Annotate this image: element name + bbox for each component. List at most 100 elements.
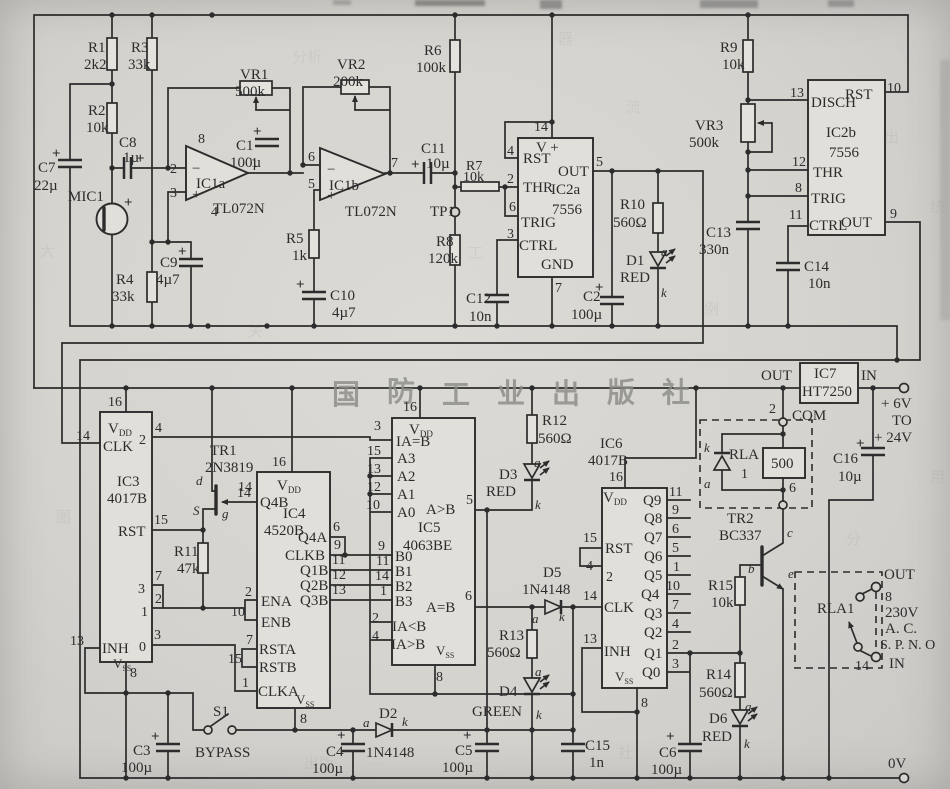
led-d1-rays <box>665 248 676 257</box>
led-d1-rays2 <box>665 255 676 264</box>
ic2b-7556 <box>807 79 886 236</box>
label-14: 14 <box>855 659 869 674</box>
label-enb: ENB <box>261 615 291 631</box>
label-8: 8 <box>198 132 205 147</box>
resistor-r10 <box>652 202 664 234</box>
ic6-4017b <box>601 487 668 689</box>
label-c16: C16 <box>833 451 859 467</box>
label-d1: D1 <box>626 253 644 269</box>
label-c8: C8 <box>119 135 137 151</box>
label-1µ: 1µ <box>123 150 140 166</box>
label-10n: 10n <box>469 309 492 325</box>
label-tl072n: TL072N <box>345 204 397 220</box>
label-out: OUT <box>841 215 872 231</box>
junction-dot <box>165 239 171 245</box>
junction-dot <box>693 385 699 391</box>
junction-dot <box>350 775 356 781</box>
junction-dot <box>149 12 155 18</box>
label-c11: C11 <box>421 141 445 157</box>
label-vr1: VR1 <box>240 67 268 83</box>
label-1: 1 <box>251 156 258 171</box>
label-560ω: 560Ω <box>538 431 572 447</box>
contact-point-top <box>855 592 865 602</box>
diodes <box>375 251 750 739</box>
label--: 国 <box>332 380 360 411</box>
label-b: b <box>748 561 755 576</box>
label-a2: A2 <box>397 469 415 485</box>
junction-dot <box>432 691 438 697</box>
label-red: RED <box>486 484 516 500</box>
label-1: 1 <box>741 467 748 482</box>
label-d3: D3 <box>499 467 517 483</box>
label-r10: R10 <box>620 197 645 213</box>
label-+: + <box>666 729 675 745</box>
junction-dot <box>780 385 786 391</box>
label-e: e <box>788 566 794 581</box>
label-ctrl: CTRL <box>809 218 847 234</box>
label-16: 16 <box>609 470 623 485</box>
label-+: + <box>253 124 262 140</box>
junction-dot <box>494 323 500 329</box>
label-2: 2 <box>769 402 776 417</box>
label-r14: R14 <box>706 667 732 683</box>
label-rsta: RSTA <box>259 642 296 658</box>
junction-dot <box>452 323 458 329</box>
junction-dot <box>529 727 535 733</box>
switch-s1-throw <box>227 725 237 735</box>
label-+: + <box>192 187 200 203</box>
label-ena: ENA <box>261 594 292 610</box>
relay-flyback-diode <box>712 454 732 471</box>
label-vss: VSS <box>296 692 314 709</box>
label-560ω: 560Ω <box>487 645 521 661</box>
led-d6 <box>730 709 750 726</box>
label-1n4148: 1N4148 <box>366 745 414 761</box>
label-a: a <box>745 699 752 714</box>
label-8: 8 <box>885 590 892 605</box>
label-12: 12 <box>332 568 346 583</box>
led-d3-rays <box>539 460 550 469</box>
junction-dot <box>745 323 751 329</box>
label-500k: 500k <box>235 84 266 100</box>
junction-dot <box>785 323 791 329</box>
diode-d5 <box>544 598 564 616</box>
junction-dot <box>109 81 115 87</box>
label-7: 7 <box>555 281 562 296</box>
label--: 出版 <box>304 755 334 772</box>
label--: 社 <box>618 745 633 762</box>
junction-dot <box>342 552 348 558</box>
label-4: 4 <box>586 559 593 574</box>
switch-s1-pole <box>203 725 213 735</box>
label-ic5: IC5 <box>418 520 441 536</box>
label-s-p-n-o: S. P. N. O <box>880 638 935 653</box>
label-1k: 1k <box>292 248 308 264</box>
label-vr2: VR2 <box>337 57 365 73</box>
label-r6: R6 <box>424 43 442 59</box>
label-7: 7 <box>391 156 398 171</box>
label-33k: 33k <box>112 289 135 305</box>
label--: 图 <box>56 509 71 526</box>
contact-terminal-out <box>870 581 882 593</box>
label-47k: 47k <box>177 561 200 577</box>
label-r2: R2 <box>88 103 106 119</box>
junction-dot <box>570 775 576 781</box>
label-r7: R7 <box>466 159 482 174</box>
label-14: 14 <box>583 589 597 604</box>
junction-dot <box>745 149 751 155</box>
junction-dot <box>417 385 423 391</box>
label-16: 16 <box>272 455 286 470</box>
terminal-supply <box>898 382 910 394</box>
label-thr: THR <box>813 165 843 181</box>
label-4: 4 <box>372 629 379 644</box>
label-+: + <box>136 151 145 167</box>
label-10: 10 <box>366 498 380 513</box>
label-5: 5 <box>596 155 603 170</box>
tr2-emitter-arrow <box>761 575 784 590</box>
label-10k: 10k <box>722 57 745 73</box>
label-5: 5 <box>308 177 315 192</box>
label-2: 2 <box>170 162 177 177</box>
label-2k2: 2k2 <box>84 57 107 73</box>
led-d6-rays2 <box>747 713 758 722</box>
label-10k: 10k <box>463 170 484 185</box>
label-+: + <box>327 188 335 204</box>
label-r15: R15 <box>708 578 733 594</box>
